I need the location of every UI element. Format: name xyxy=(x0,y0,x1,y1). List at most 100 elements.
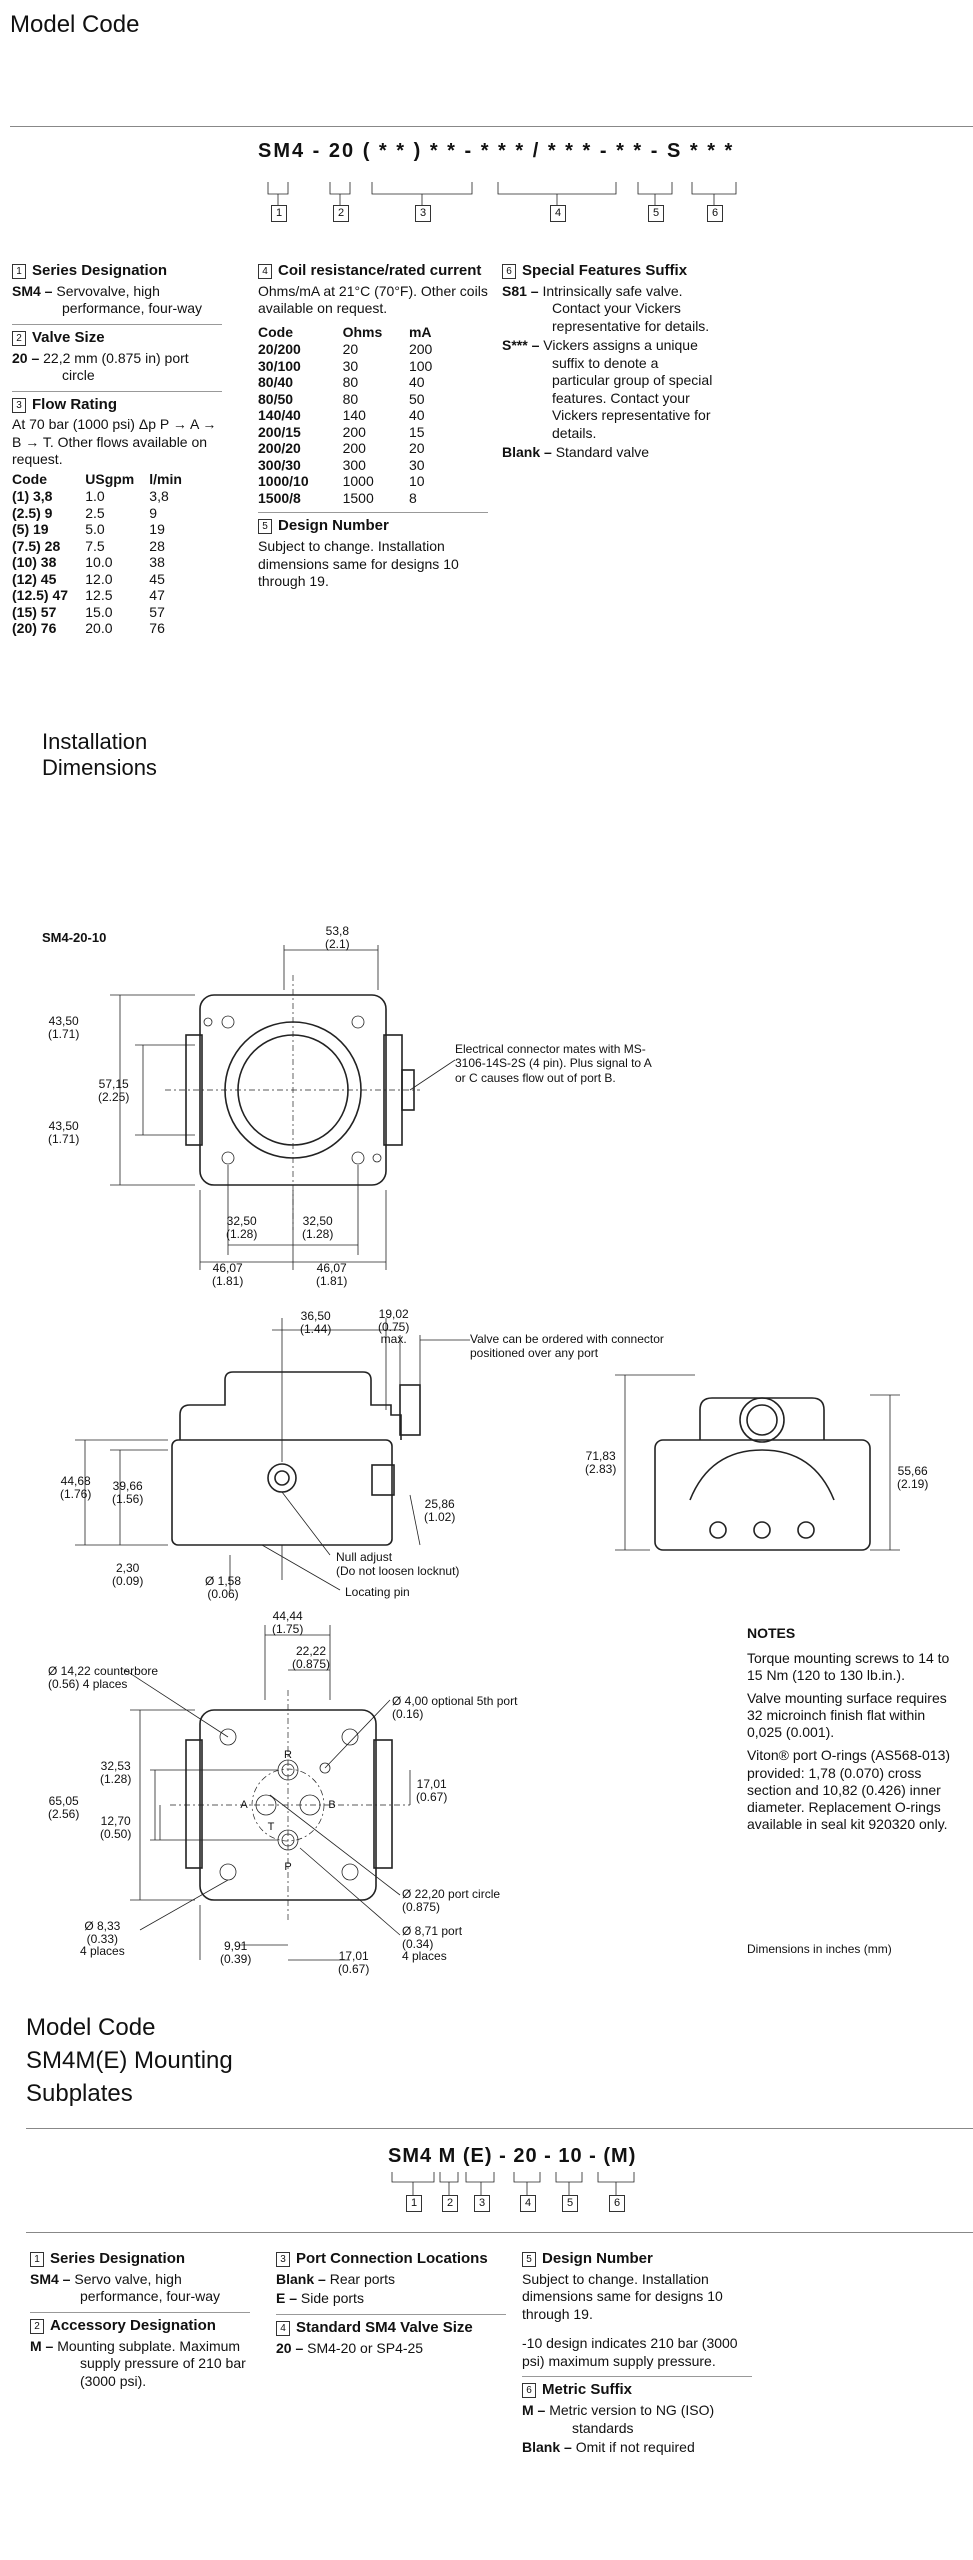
code-box-2: 2 xyxy=(333,205,349,222)
dim-46-07-a: 46,07(1.81) xyxy=(212,1261,244,1288)
coil-row-cell: 80 xyxy=(342,374,359,391)
install-title-1: Installation xyxy=(42,729,148,754)
coil-row-cell: 1500 xyxy=(342,489,374,506)
coil-row-cell: 200 xyxy=(408,341,433,358)
coil-row-cell: 40 xyxy=(408,374,425,391)
flow-row-cell: 28 xyxy=(149,537,165,554)
flow-row-cell: (10) 38 xyxy=(12,554,57,571)
dim-53-8: 53,8(2.1) xyxy=(325,924,350,951)
coil-row-cell: 140/40 xyxy=(258,407,301,424)
coil-row-cell: 200 xyxy=(342,440,366,457)
coil-row-cell: 20 xyxy=(408,440,425,457)
notes-block: NOTES Torque mounting screws to 14 to 15… xyxy=(747,1625,952,1833)
note-3: Viton® port O-rings (AS568-013) provided… xyxy=(747,1747,951,1832)
sub-box-4: 4 xyxy=(520,2195,536,2212)
flow-row-cell: (15) 57 xyxy=(12,603,57,620)
valve-size-desc: 20 – 22,2 mm (0.875 in) port circle xyxy=(12,349,189,384)
null-adjust-label: Null adjust(Do not loosen locknut) xyxy=(336,1550,460,1579)
blank-desc: Blank – Standard valve xyxy=(502,444,650,461)
coil-row-cell: 140 xyxy=(342,407,366,424)
coil-row-cell: 200 xyxy=(342,423,366,440)
coil-row-cell: 40 xyxy=(408,407,425,424)
sxxx-desc: S*** – Vickers assigns a unique suffix t… xyxy=(502,337,713,441)
notes-title: NOTES xyxy=(747,1625,796,1641)
flow-row-cell: 76 xyxy=(149,620,165,637)
coil-row-cell: 200/15 xyxy=(258,423,301,440)
note-1: Torque mounting screws to 14 to 15 Nm (1… xyxy=(747,1650,950,1684)
note-2: Valve mounting surface requires 32 micro… xyxy=(747,1690,947,1741)
locating-pin-label: Locating pin xyxy=(345,1585,410,1599)
dim-32-53: 32,53(1.28) xyxy=(100,1759,132,1786)
sub-box-5: 5 xyxy=(562,2195,578,2212)
flow-row-cell: (1) 3,8 xyxy=(12,488,53,505)
code-brackets xyxy=(267,182,737,205)
port-letter: T xyxy=(268,1821,275,1833)
port-letter: B xyxy=(328,1799,335,1811)
coil-row-cell: 20/200 xyxy=(258,341,301,358)
dim-55-66: 55,66(2.19) xyxy=(897,1464,929,1491)
s81-desc: S81 – Intrinsically safe valve. Contact … xyxy=(502,282,710,334)
flow-row-cell: 45 xyxy=(149,570,165,587)
sub-box-6: 6 xyxy=(609,2195,625,2212)
flow-note: At 70 bar (1000 psi) Δp P → A → B → T. O… xyxy=(12,416,217,468)
coil-row-cell: 8 xyxy=(408,489,417,506)
dim-44-44: 44,44(1.75) xyxy=(272,1609,304,1636)
dim-25-86: 25,86(1.02) xyxy=(424,1497,456,1524)
design-number-desc: Subject to change. Installation dimensio… xyxy=(258,538,459,590)
flow-row-cell: 7.5 xyxy=(85,537,105,554)
dim-22-20: Ø 22,20 port circle(0.875) xyxy=(402,1887,501,1914)
dim-22-22: 22,22(0.875) xyxy=(292,1644,331,1671)
flow-row-cell: 5.0 xyxy=(85,521,105,538)
divider-2 xyxy=(26,2128,973,2129)
sub-box-3: 3 xyxy=(474,2195,490,2212)
coil-row-cell: 200/20 xyxy=(258,440,301,457)
series-desc: SM4 – Servovalve, high performance, four… xyxy=(12,282,203,317)
dim-57-15: 57,15(2.25) xyxy=(98,1077,130,1104)
flow-row-cell: 3,8 xyxy=(149,488,169,505)
sub-accessory-desc: M – Mounting subplate. Maximum supply pr… xyxy=(30,2337,246,2389)
coil-row-cell: 300/30 xyxy=(258,456,301,473)
coil-row-cell: 30/100 xyxy=(258,357,301,374)
dim-2-30: 2,30(0.09) xyxy=(112,1561,144,1588)
flow-row-cell: 47 xyxy=(149,587,165,604)
flow-row-cell: 19 xyxy=(149,521,165,538)
flow-row-cell: 2.5 xyxy=(85,504,105,521)
coil-row-cell: 1000 xyxy=(342,473,374,490)
coil-row-cell: 10 xyxy=(408,473,425,490)
divider xyxy=(10,126,973,127)
sub-blank-desc: Blank – Rear ports xyxy=(276,2270,396,2287)
coil-row-cell: 15 xyxy=(408,423,425,440)
code-box-3: 3 xyxy=(415,205,431,222)
subplate-code-string: SM4 M (E) - 20 - 10 - (M) xyxy=(388,2145,637,2167)
elec-connector-note: Electrical connector mates with MS-3106-… xyxy=(455,1042,652,1085)
page-title: Model Code xyxy=(10,11,140,38)
sub-metric-blank: Blank – Omit if not required xyxy=(522,2439,695,2455)
flow-row-cell: (7.5) 28 xyxy=(12,537,61,554)
units-note: Dimensions in inches (mm) xyxy=(747,1942,892,1956)
flow-row-cell: 10.0 xyxy=(85,554,113,571)
flow-row-cell: (20) 76 xyxy=(12,620,57,637)
sub-valve-size-desc: 20 – SM4-20 or SP4-25 xyxy=(276,2339,424,2356)
sub-e-desc: E – Side ports xyxy=(276,2290,364,2307)
